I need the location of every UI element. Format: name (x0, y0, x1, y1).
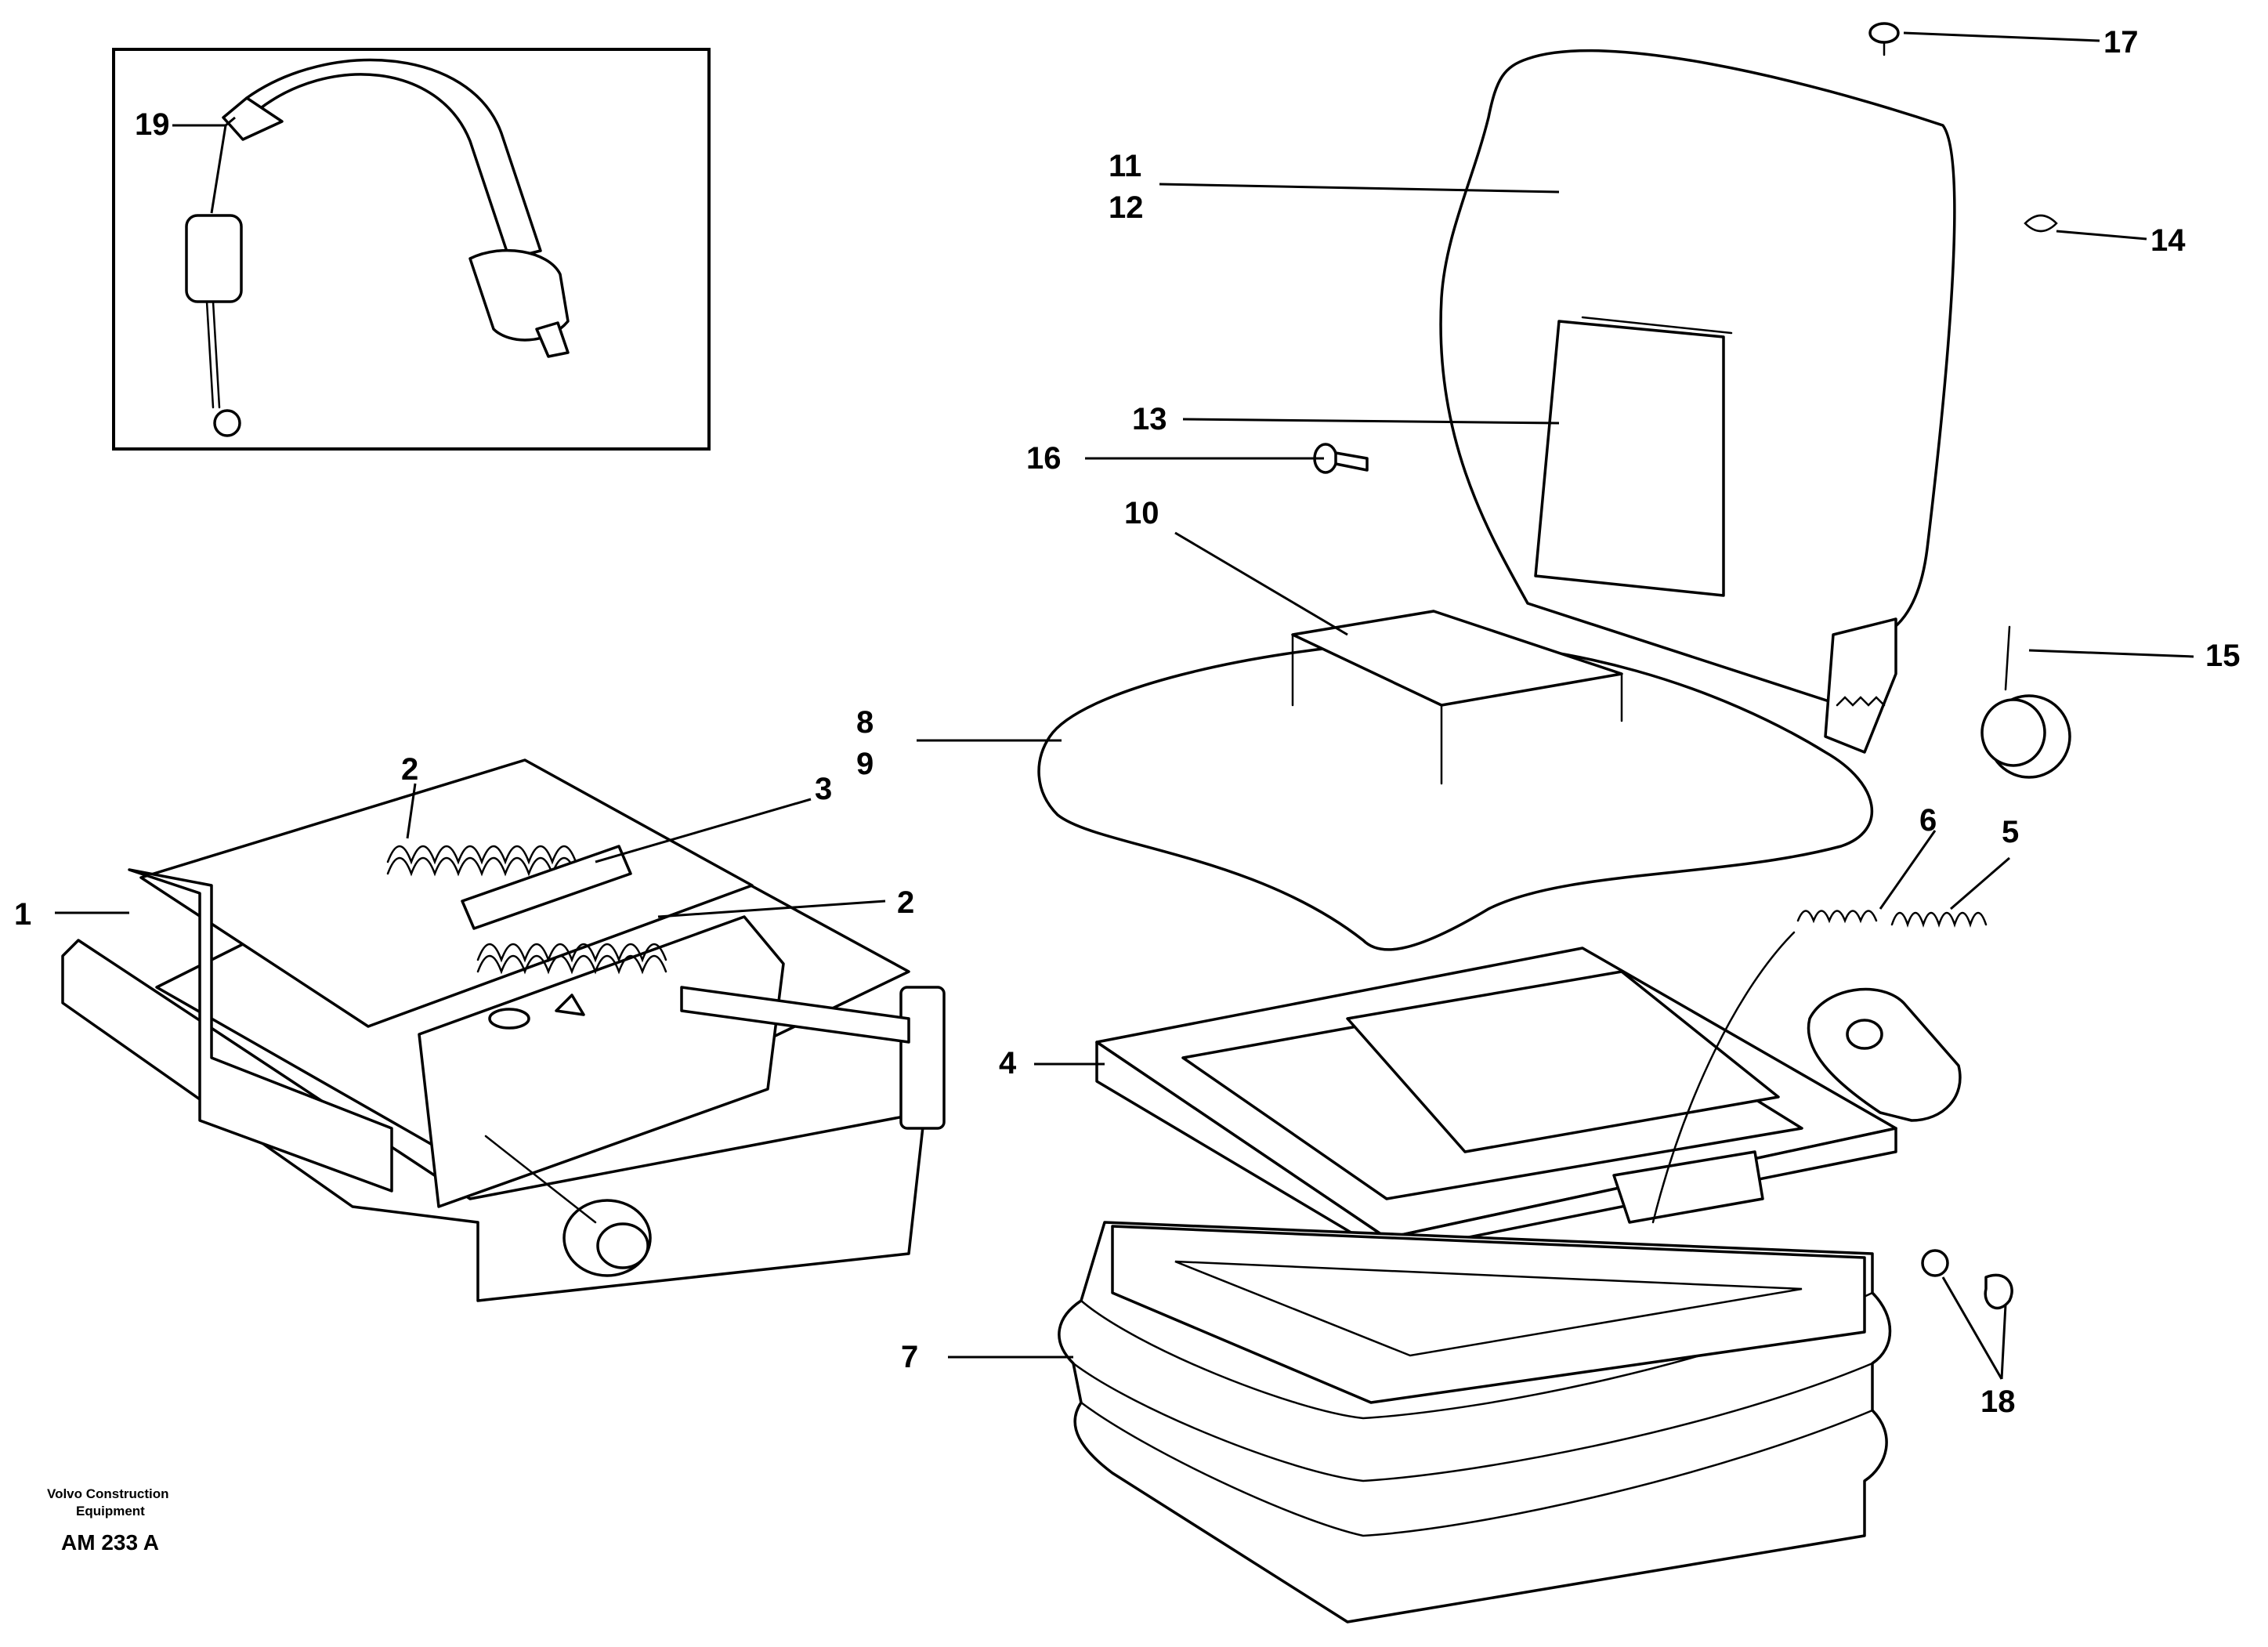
callout-9: 9 (856, 747, 874, 781)
small-parts (1313, 22, 2058, 1310)
seat-frame (1095, 931, 1962, 1255)
knob-15 (1980, 625, 2071, 779)
callout-3: 3 (815, 772, 832, 806)
callout-18: 18 (1980, 1385, 2016, 1419)
callout-19: 19 (135, 107, 170, 142)
leader-lines (55, 31, 2194, 1380)
callout-14: 14 (2150, 223, 2186, 258)
callout-2-upper: 2 (401, 752, 418, 787)
callout-5: 5 (2002, 815, 2019, 849)
backrest (1439, 49, 1956, 754)
bellows (1058, 1221, 1892, 1623)
callout-8: 8 (856, 705, 874, 740)
callout-11: 11 (1109, 149, 1141, 183)
seatbelt-inset-frame (112, 48, 711, 451)
callout-13: 13 (1132, 402, 1167, 436)
callout-6: 6 (1919, 803, 1937, 838)
callout-2-lower: 2 (897, 885, 914, 920)
footer-company-line1: Volvo Construction (47, 1486, 169, 1501)
springs-5-6 (1796, 910, 1988, 928)
footer-drawing-code: AM 233 A (61, 1530, 159, 1555)
callout-1: 1 (14, 897, 31, 932)
callout-12: 12 (1109, 190, 1144, 225)
suspension-frame (61, 758, 946, 1302)
callout-16: 16 (1026, 441, 1062, 476)
footer-company-line2: Equipment (76, 1504, 145, 1518)
callout-10: 10 (1124, 496, 1159, 530)
callout-7: 7 (901, 1340, 918, 1374)
seat-cushion (1037, 610, 1874, 951)
callout-15: 15 (2205, 639, 2241, 673)
callout-17: 17 (2103, 25, 2139, 60)
callout-4: 4 (999, 1046, 1017, 1081)
seat-belt (185, 58, 570, 437)
